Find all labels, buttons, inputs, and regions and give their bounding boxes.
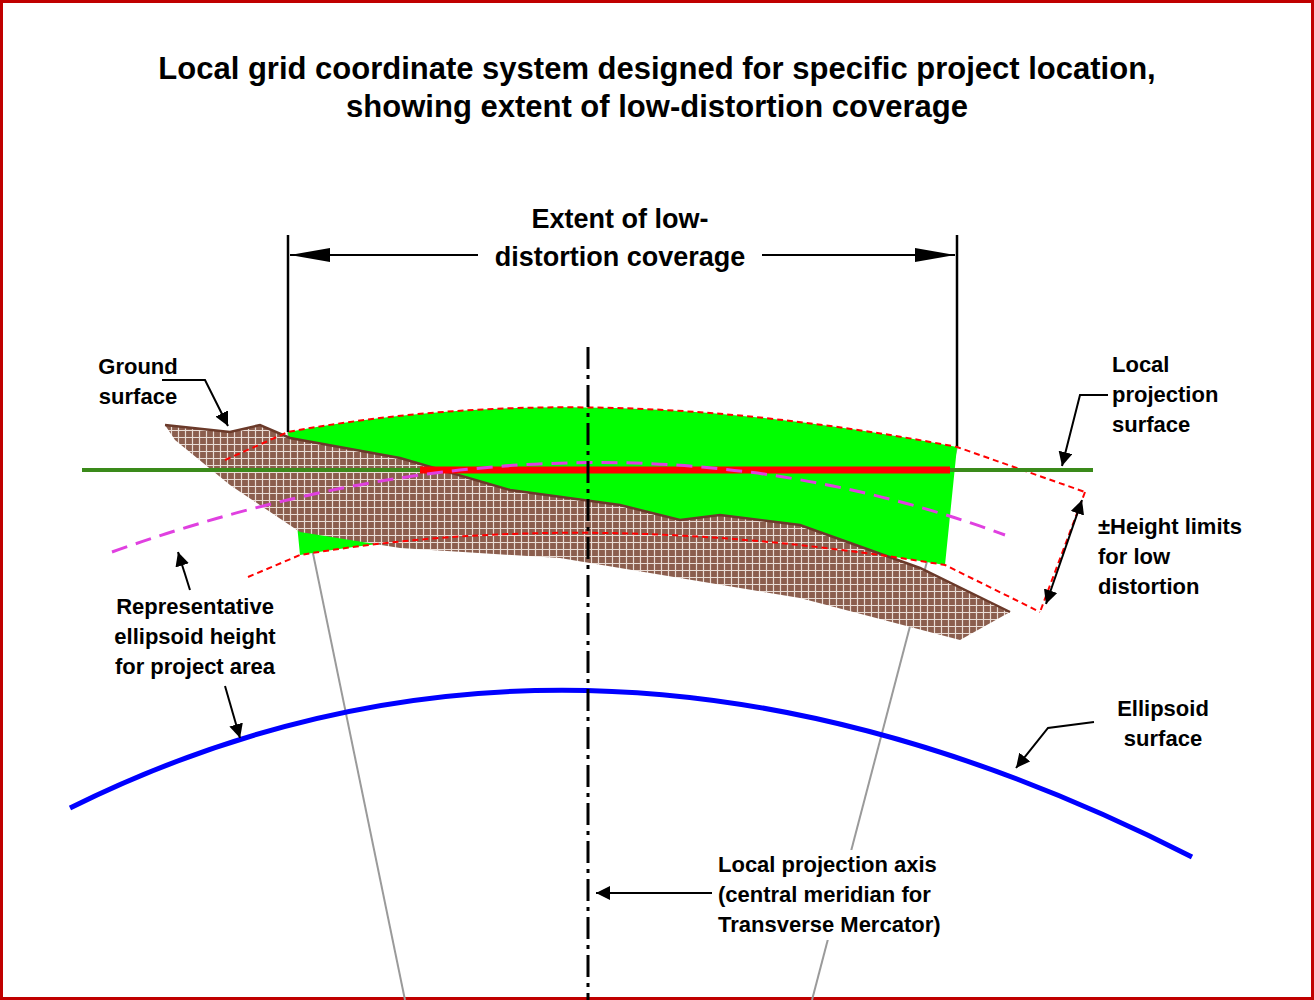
callout-label: Ground surface	[76, 352, 200, 412]
callout-label: Representative ellipsoid height for proj…	[100, 592, 290, 682]
diagram-title: Local grid coordinate system designed fo…	[102, 50, 1212, 126]
extent-line	[956, 235, 959, 447]
leader-line	[1062, 395, 1108, 466]
height-limit-line	[1040, 492, 1085, 612]
callout-label: ±Height limits for low distortion	[1098, 512, 1258, 602]
callout-label: Local projection axis (central meridian …	[718, 850, 998, 940]
extent-line	[287, 235, 290, 432]
height-limit-line	[225, 407, 1085, 492]
extent-arrow	[762, 254, 955, 256]
projection-surface-segment	[420, 467, 950, 474]
height-arrow	[1046, 500, 1082, 604]
representative-height-curve	[112, 463, 1005, 552]
leader-line	[178, 552, 190, 590]
height-limit-line	[248, 533, 1040, 612]
ellipsoid-curve	[70, 690, 1192, 857]
central-axis	[587, 347, 590, 1000]
callout-label: Local projection surface	[1112, 350, 1262, 440]
callout-label: Extent of low-distortion coverage	[480, 200, 760, 276]
leader-line	[596, 892, 712, 894]
callout-label: Ellipsoid surface	[1098, 694, 1228, 754]
leader-line	[225, 686, 240, 738]
leader-line	[1016, 722, 1094, 768]
extent-arrow	[290, 254, 478, 256]
